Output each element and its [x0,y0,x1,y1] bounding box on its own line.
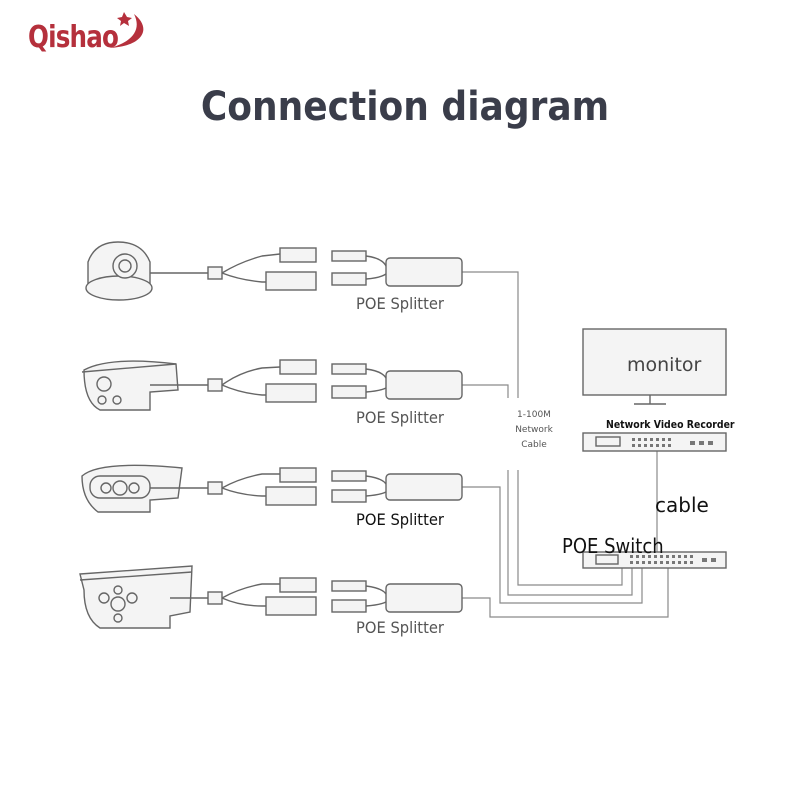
nvr-device-icon [582,432,727,452]
bullet-camera-icon [79,565,193,629]
camera-row-2 [81,359,463,411]
splitter-label-2: POE Splitter [356,408,444,427]
bullet-camera-icon [81,360,179,411]
camera-cable [150,359,317,403]
nvr-label: Network Video Recorder [606,418,735,431]
camera-cable [170,577,317,616]
logo-swoosh-icon [110,12,144,48]
splitter-label-1: POE Splitter [356,294,444,313]
camera-row-1 [85,241,463,301]
poe-switch-label: POE Switch [562,534,664,558]
splitter-plugs [331,363,387,399]
camera-cable [150,467,317,506]
splitter-plugs [331,470,387,503]
splitter-plugs [331,580,387,613]
brand-logo: Qishao [14,8,154,60]
splitter-label-4: POE Splitter [356,618,444,637]
poe-switch-icon [582,551,727,569]
poe-splitter-box [385,257,463,287]
network-cable-line3: Cable [521,440,547,450]
bullet-camera-icon [81,464,183,513]
poe-splitter-box [385,583,463,613]
network-cable-line1: 1-100M [517,410,551,420]
poe-splitter-box [385,473,463,501]
logo-text: Qishao [28,20,119,55]
network-cable-line2: Network [515,425,553,435]
poe-splitter-box [385,370,463,400]
wiring [462,271,669,618]
page-title: Connection diagram [200,84,610,130]
network-cable-label: 1-100M Network Cable [510,408,558,453]
monitor-icon [582,328,727,405]
camera-cable [150,247,317,291]
camera-row-4 [79,565,463,629]
monitor-label: monitor [627,354,702,376]
dome-camera-icon [85,241,153,301]
camera-row-3 [81,464,463,513]
splitter-label-3: POE Splitter [356,510,444,529]
cable-label: cable [655,493,709,517]
splitter-plugs [331,250,387,286]
